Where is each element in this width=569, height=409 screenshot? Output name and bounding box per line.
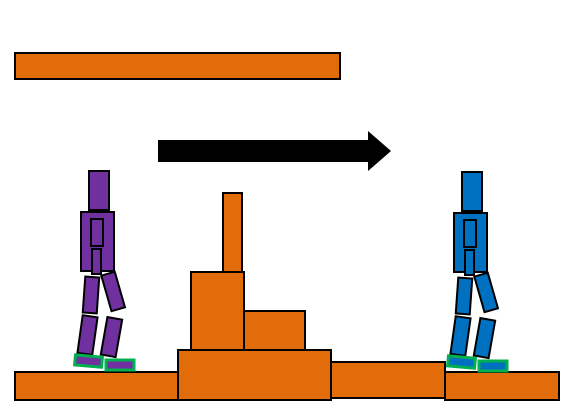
walker-left-shin-back [76,314,99,357]
walker-left-thigh-back [81,275,101,315]
walker-right-shin-back [449,315,472,358]
obstacle-upper-step [190,271,245,351]
walker-right-foot-back [445,354,478,370]
walker-left-arm-upper [90,218,104,247]
walker-right-foot-front [477,359,509,373]
walker-right [445,171,509,373]
right-arrow-icon [158,131,391,171]
ground-right-segment [444,371,560,401]
walker-right-head [461,171,483,212]
walker-left-head [88,170,110,211]
walker-left [72,170,136,372]
obstacle-pillar [222,192,243,273]
walker-right-shin-front [472,316,497,360]
walker-left-shin-front [99,315,124,359]
walker-right-arm-upper [463,219,477,248]
walker-left-foot-front [104,358,136,372]
walker-right-thigh-front [473,271,500,314]
obstacle-middle-step [243,310,306,351]
walker-left-arm-lower [91,248,102,275]
walker-right-thigh-back [454,276,474,316]
ground-pit-floor [330,361,446,399]
walker-right-arm-lower [464,249,475,276]
obstacle-base [177,349,332,401]
walker-left-thigh-front [100,270,127,313]
ground-left-segment [14,371,179,401]
walker-left-foot-back [72,353,105,369]
overhead-platform [14,52,341,80]
